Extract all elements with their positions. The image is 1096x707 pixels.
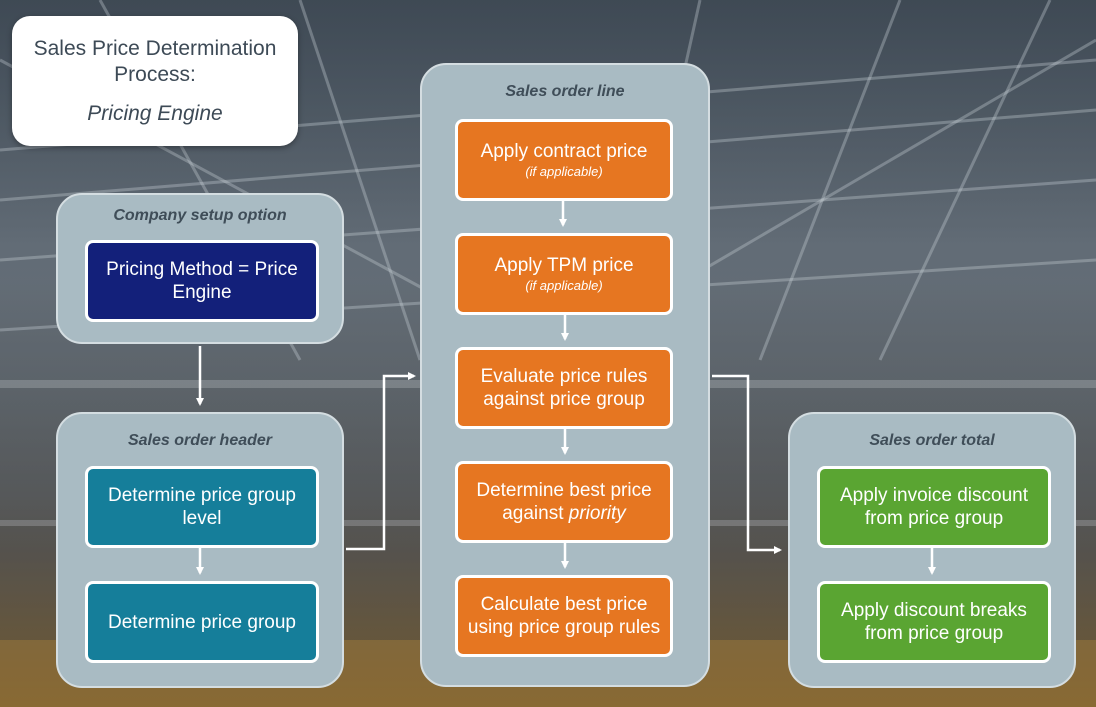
company-setup-panel: Company setup option Pricing Method = Pr… bbox=[56, 193, 344, 344]
apply-tpm-price-box: Apply TPM price (if applicable) bbox=[455, 233, 673, 315]
sales-order-line-panel: Sales order line Apply contract price (i… bbox=[420, 63, 710, 687]
pricing-method-box: Pricing Method = Price Engine bbox=[85, 240, 319, 322]
diagram-subtitle: Pricing Engine bbox=[87, 102, 223, 125]
determine-price-group-level-box: Determine price group level bbox=[85, 466, 319, 548]
sales-order-line-title: Sales order line bbox=[505, 83, 625, 100]
evaluate-price-rules-box: Evaluate price rules against price group bbox=[455, 347, 673, 429]
company-setup-title: Company setup option bbox=[113, 207, 287, 224]
title-card: Sales Price Determination Process: Prici… bbox=[12, 16, 298, 146]
apply-tpm-price-note: (if applicable) bbox=[525, 277, 603, 293]
determine-best-price-box: Determine best price against priority bbox=[455, 461, 673, 543]
apply-contract-price-label: Apply contract price bbox=[480, 140, 648, 162]
calculate-best-price-box: Calculate best price using price group r… bbox=[455, 575, 673, 657]
apply-tpm-price-label: Apply TPM price bbox=[494, 254, 634, 276]
sales-order-header-panel: Sales order header Determine price group… bbox=[56, 412, 344, 688]
sales-order-total-panel: Sales order total Apply invoice discount… bbox=[788, 412, 1076, 688]
apply-contract-price-box: Apply contract price (if applicable) bbox=[455, 119, 673, 201]
apply-contract-price-note: (if applicable) bbox=[525, 163, 603, 179]
apply-invoice-discount-box: Apply invoice discount from price group bbox=[817, 466, 1051, 548]
determine-best-price-text: Determine best price against bbox=[476, 480, 652, 524]
determine-price-group-box: Determine price group bbox=[85, 581, 319, 663]
sales-order-total-title: Sales order total bbox=[869, 432, 995, 449]
diagram-title: Sales Price Determination Process: bbox=[33, 37, 277, 86]
sales-order-header-title: Sales order header bbox=[127, 432, 273, 449]
priority-emphasis: priority bbox=[568, 503, 626, 524]
apply-discount-breaks-box: Apply discount breaks from price group bbox=[817, 581, 1051, 663]
determine-best-price-label: Determine best price against priority bbox=[464, 479, 664, 525]
